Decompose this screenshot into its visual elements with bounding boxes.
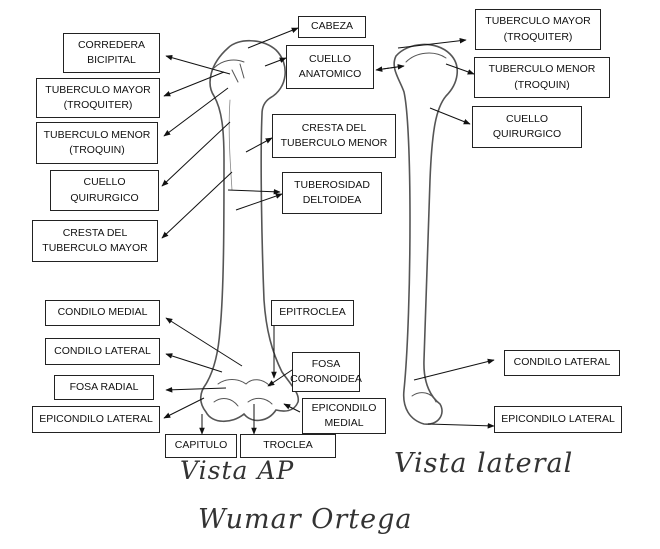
- label-cuello-anatomico: CUELLO ANATOMICO: [286, 45, 374, 89]
- label-capitulo: CAPITULO: [165, 434, 237, 458]
- label-cabeza: CABEZA: [298, 16, 366, 38]
- label-epicondilo-medial: EPICONDILO MEDIAL: [302, 398, 386, 434]
- label-condilo-lateral-lateral: CONDILO LATERAL: [504, 350, 620, 376]
- label-tuberculo-menor-lateral: TUBERCULO MENOR (TROQUIN): [474, 57, 610, 98]
- label-cuello-quirurgico-lateral: CUELLO QUIRURGICO: [472, 106, 582, 148]
- label-epitroclea: EPITROCLEA: [271, 300, 354, 326]
- label-tuberosidad-deltoidea: TUBEROSIDAD DELTOIDEA: [282, 172, 382, 214]
- label-condilo-lateral-ap: CONDILO LATERAL: [45, 338, 160, 365]
- label-troclea: TROCLEA: [240, 434, 336, 458]
- author-signature: Wumar Ortega: [198, 504, 413, 535]
- label-tuberculo-mayor-lateral: TUBERCULO MAYOR (TROQUITER): [475, 9, 601, 50]
- label-tuberculo-menor-ap: TUBERCULO MENOR (TROQUIN): [36, 122, 158, 164]
- label-cresta-tuberculo-mayor: CRESTA DEL TUBERCULO MAYOR: [32, 220, 158, 262]
- label-cresta-tuberculo-menor: CRESTA DEL TUBERCULO MENOR: [272, 114, 396, 158]
- label-epicondilo-lateral-lateral: EPICONDILO LATERAL: [494, 406, 622, 433]
- leader-arrows: [161, 27, 495, 435]
- humerus-ap-view: [199, 39, 300, 423]
- label-fosa-coronoidea: FOSA CORONOIDEA: [290, 352, 362, 392]
- label-tuberculo-mayor-ap: TUBERCULO MAYOR (TROQUITER): [36, 78, 160, 118]
- label-condilo-medial: CONDILO MEDIAL: [45, 300, 160, 326]
- label-corredera-bicipital: CORREDERA BICIPITAL: [63, 33, 160, 73]
- label-fosa-radial: FOSA RADIAL: [54, 375, 154, 400]
- caption-vista-ap: Vista AP: [180, 456, 295, 485]
- label-epicondilo-lateral-ap: EPICONDILO LATERAL: [32, 406, 160, 433]
- caption-vista-lateral: Vista lateral: [394, 448, 574, 479]
- humerus-lateral-view: [393, 43, 458, 425]
- label-cuello-quirurgico-ap: CUELLO QUIRURGICO: [50, 170, 159, 211]
